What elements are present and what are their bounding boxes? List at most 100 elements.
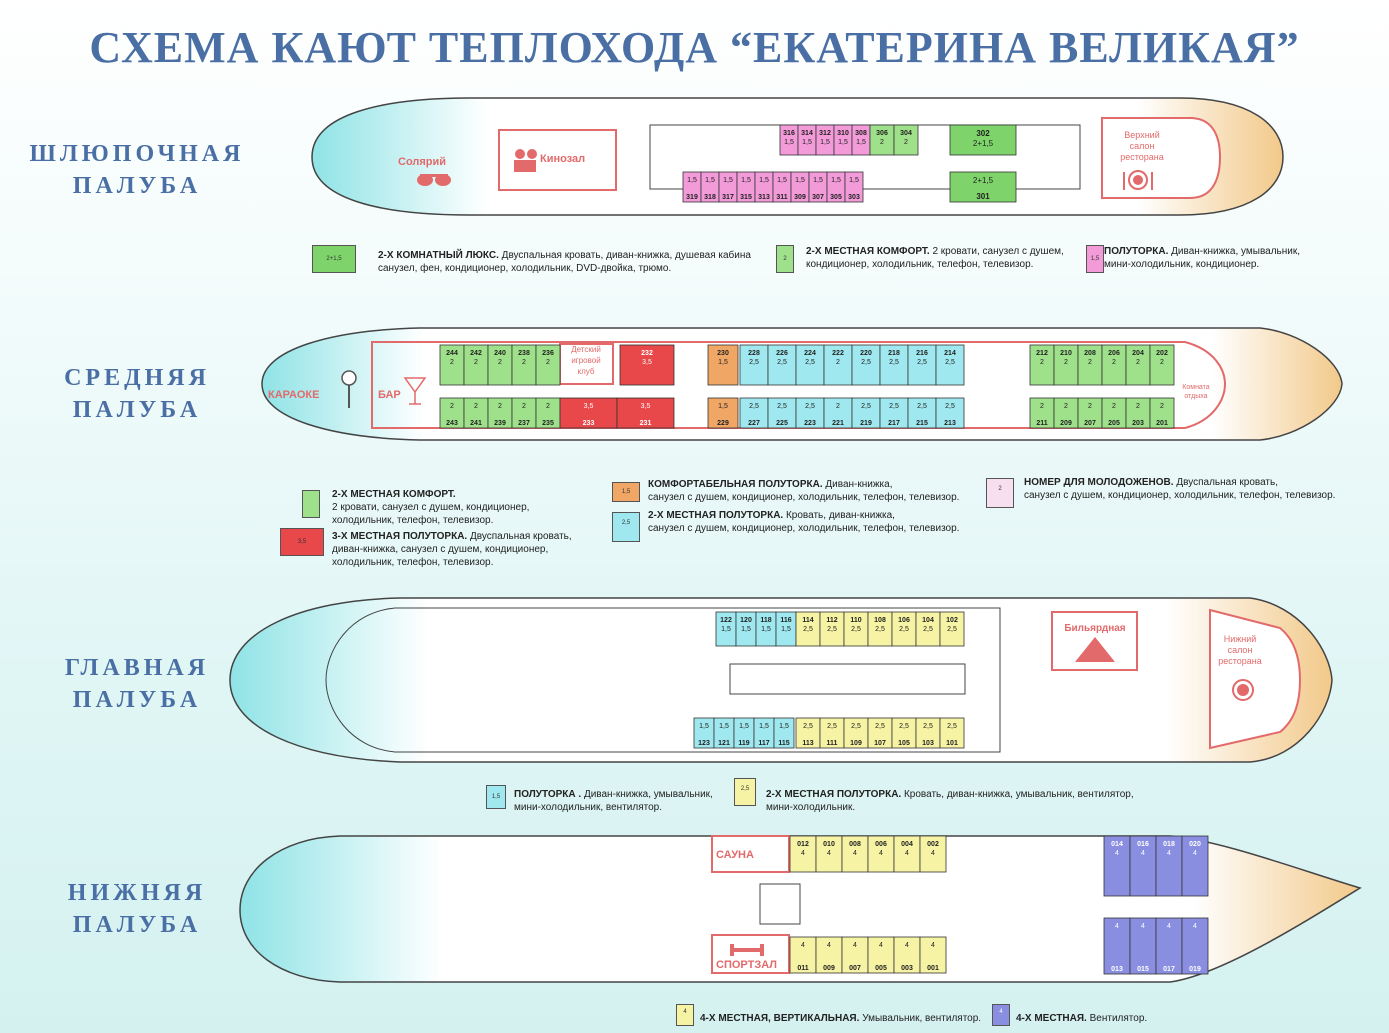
cabin-114[interactable]: 1142,5	[795, 611, 821, 647]
cabin-110[interactable]: 1102,5	[843, 611, 869, 647]
cabin-304[interactable]: 3042	[893, 124, 919, 156]
cabin-233[interactable]: 2333,5	[559, 397, 618, 429]
cabin-211[interactable]: 2112	[1029, 397, 1055, 429]
cabin-231[interactable]: 2313,5	[616, 397, 675, 429]
cabin-232[interactable]: 2323,5	[619, 344, 675, 386]
cabin-209[interactable]: 2092	[1053, 397, 1079, 429]
cabin-213[interactable]: 2132,5	[935, 397, 965, 429]
cabin-002[interactable]: 0024	[919, 835, 947, 873]
cabin-205[interactable]: 2052	[1101, 397, 1127, 429]
cabin-317[interactable]: 3171,5	[718, 171, 738, 203]
cabin-018[interactable]: 0184	[1155, 835, 1183, 897]
cabin-204[interactable]: 2042	[1125, 344, 1151, 386]
cabin-005[interactable]: 0054	[867, 936, 895, 974]
cabin-241[interactable]: 2412	[463, 397, 489, 429]
cabin-311[interactable]: 3111,5	[772, 171, 792, 203]
cabin-215[interactable]: 2152,5	[907, 397, 937, 429]
cabin-237[interactable]: 2372	[511, 397, 537, 429]
cabin-301[interactable]: 3012+1,5	[949, 171, 1017, 203]
cabin-019[interactable]: 0194	[1181, 917, 1209, 975]
cabin-118[interactable]: 1181,5	[755, 611, 777, 647]
cabin-111[interactable]: 1112,5	[819, 717, 845, 749]
cabin-214[interactable]: 2142,5	[935, 344, 965, 386]
cabin-217[interactable]: 2172,5	[879, 397, 909, 429]
cabin-106[interactable]: 1062,5	[891, 611, 917, 647]
cabin-105[interactable]: 1052,5	[891, 717, 917, 749]
cabin-221[interactable]: 2212	[823, 397, 853, 429]
cabin-218[interactable]: 2182,5	[879, 344, 909, 386]
cabin-208[interactable]: 2082	[1077, 344, 1103, 386]
cabin-014[interactable]: 0144	[1103, 835, 1131, 897]
cabin-302[interactable]: 3022+1,5	[949, 124, 1017, 156]
cabin-223[interactable]: 2232,5	[795, 397, 825, 429]
cabin-010[interactable]: 0104	[815, 835, 843, 873]
cabin-238[interactable]: 2382	[511, 344, 537, 386]
cabin-101[interactable]: 1012,5	[939, 717, 965, 749]
cabin-003[interactable]: 0034	[893, 936, 921, 974]
cabin-307[interactable]: 3071,5	[808, 171, 828, 203]
cabin-235[interactable]: 2352	[535, 397, 561, 429]
cabin-224[interactable]: 2242,5	[795, 344, 825, 386]
cabin-314[interactable]: 3141,5	[797, 124, 817, 156]
cabin-004[interactable]: 0044	[893, 835, 921, 873]
cabin-115[interactable]: 1151,5	[773, 717, 795, 749]
cabin-121[interactable]: 1211,5	[713, 717, 735, 749]
cabin-207[interactable]: 2072	[1077, 397, 1103, 429]
cabin-102[interactable]: 1022,5	[939, 611, 965, 647]
cabin-120[interactable]: 1201,5	[735, 611, 757, 647]
cabin-316[interactable]: 3161,5	[779, 124, 799, 156]
cabin-243[interactable]: 2432	[439, 397, 465, 429]
cabin-017[interactable]: 0174	[1155, 917, 1183, 975]
cabin-315[interactable]: 3151,5	[736, 171, 756, 203]
cabin-016[interactable]: 0164	[1129, 835, 1157, 897]
cabin-203[interactable]: 2032	[1125, 397, 1151, 429]
cabin-216[interactable]: 2162,5	[907, 344, 937, 386]
cabin-116[interactable]: 1161,5	[775, 611, 797, 647]
cabin-242[interactable]: 2422	[463, 344, 489, 386]
cabin-011[interactable]: 0114	[789, 936, 817, 974]
cabin-202[interactable]: 2022	[1149, 344, 1175, 386]
cabin-006[interactable]: 0064	[867, 835, 895, 873]
cabin-015[interactable]: 0154	[1129, 917, 1157, 975]
cabin-117[interactable]: 1171,5	[753, 717, 775, 749]
cabin-212[interactable]: 2122	[1029, 344, 1055, 386]
cabin-012[interactable]: 0124	[789, 835, 817, 873]
cabin-310[interactable]: 3101,5	[833, 124, 853, 156]
cabin-206[interactable]: 2062	[1101, 344, 1127, 386]
cabin-123[interactable]: 1231,5	[693, 717, 715, 749]
cabin-227[interactable]: 2272,5	[739, 397, 769, 429]
cabin-119[interactable]: 1191,5	[733, 717, 755, 749]
cabin-305[interactable]: 3051,5	[826, 171, 846, 203]
cabin-109[interactable]: 1092,5	[843, 717, 869, 749]
cabin-308[interactable]: 3081,5	[851, 124, 871, 156]
cabin-108[interactable]: 1082,5	[867, 611, 893, 647]
cabin-122[interactable]: 1221,5	[715, 611, 737, 647]
cabin-210[interactable]: 2102	[1053, 344, 1079, 386]
cabin-229[interactable]: 2291,5	[707, 397, 739, 429]
cabin-103[interactable]: 1032,5	[915, 717, 941, 749]
cabin-319[interactable]: 3191,5	[682, 171, 702, 203]
cabin-219[interactable]: 2192,5	[851, 397, 881, 429]
cabin-113[interactable]: 1132,5	[795, 717, 821, 749]
cabin-244[interactable]: 2442	[439, 344, 465, 386]
cabin-013[interactable]: 0134	[1103, 917, 1131, 975]
cabin-104[interactable]: 1042,5	[915, 611, 941, 647]
cabin-228[interactable]: 2282,5	[739, 344, 769, 386]
cabin-230[interactable]: 2301,5	[707, 344, 739, 386]
cabin-226[interactable]: 2262,5	[767, 344, 797, 386]
cabin-309[interactable]: 3091,5	[790, 171, 810, 203]
cabin-008[interactable]: 0084	[841, 835, 869, 873]
cabin-312[interactable]: 3121,5	[815, 124, 835, 156]
cabin-112[interactable]: 1122,5	[819, 611, 845, 647]
cabin-236[interactable]: 2362	[535, 344, 561, 386]
cabin-240[interactable]: 2402	[487, 344, 513, 386]
cabin-009[interactable]: 0094	[815, 936, 843, 974]
cabin-239[interactable]: 2392	[487, 397, 513, 429]
cabin-313[interactable]: 3131,5	[754, 171, 774, 203]
cabin-222[interactable]: 2222	[823, 344, 853, 386]
cabin-303[interactable]: 3031,5	[844, 171, 864, 203]
cabin-001[interactable]: 0014	[919, 936, 947, 974]
cabin-318[interactable]: 3181,5	[700, 171, 720, 203]
cabin-220[interactable]: 2202,5	[851, 344, 881, 386]
cabin-225[interactable]: 2252,5	[767, 397, 797, 429]
